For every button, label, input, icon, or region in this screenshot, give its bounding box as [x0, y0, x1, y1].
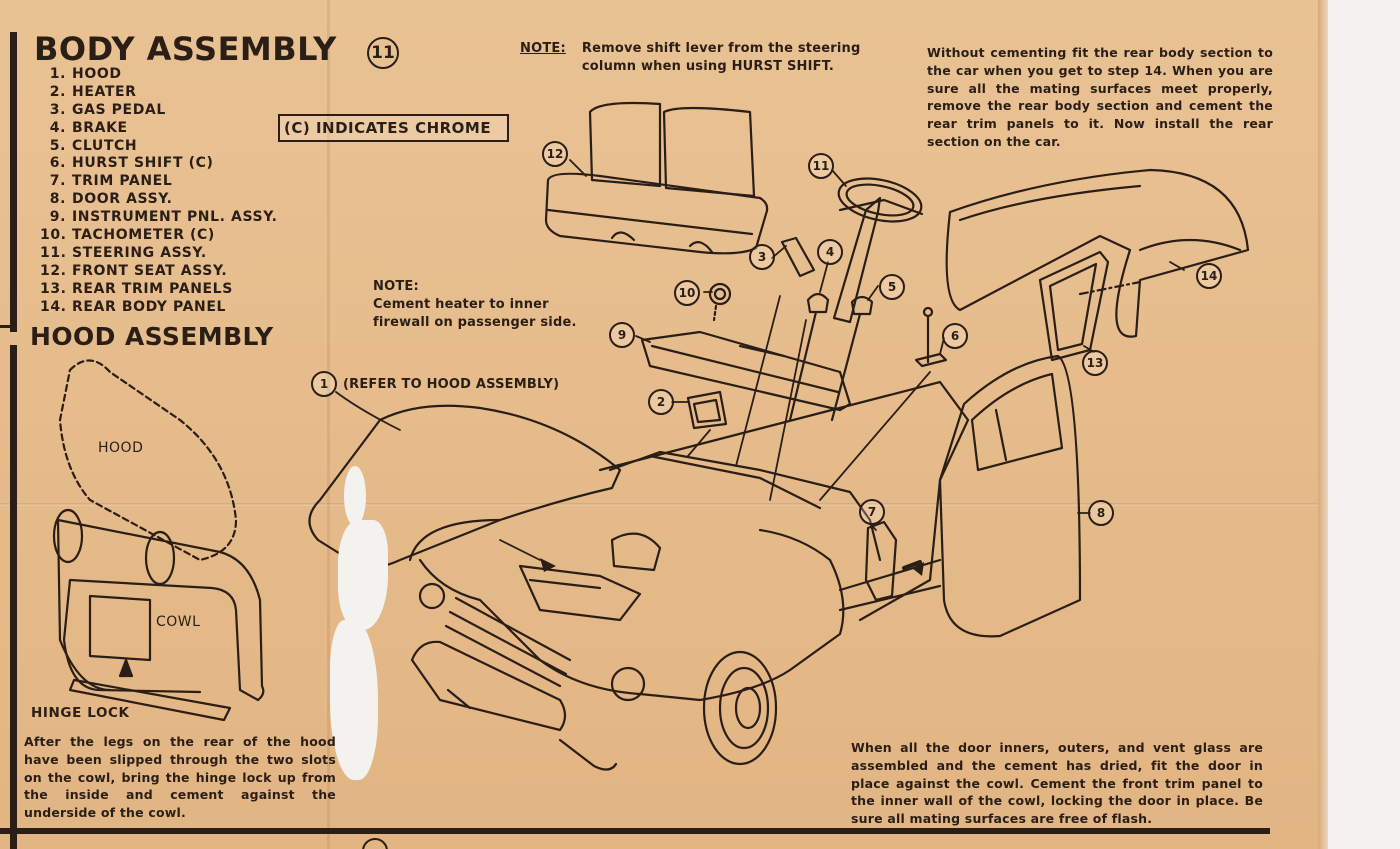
bottom-rule	[0, 828, 1270, 834]
note-label: NOTE:	[520, 41, 566, 56]
steering-assembly-drawing	[832, 177, 924, 324]
callout-3: 3	[749, 244, 775, 270]
callout-12: 12	[542, 141, 568, 167]
car-body-drawing	[308, 380, 970, 771]
list-item: 9.INSTRUMENT PNL. ASSY.	[49, 209, 278, 226]
cowl-label: COWL	[156, 614, 201, 630]
hood-section-tick	[0, 325, 12, 328]
hood-assembly-title: HOOD ASSEMBLY	[30, 322, 274, 351]
hood-label: HOOD	[98, 440, 144, 456]
heater-note: NOTE: Cement heater to inner firewall on…	[373, 278, 593, 332]
list-item: 13.REAR TRIM PANELS	[40, 280, 233, 297]
pedals-drawing	[780, 236, 874, 422]
list-item: 2.HEATER	[49, 83, 137, 100]
paper-edge	[1318, 0, 1328, 849]
front-seat-drawing	[544, 101, 769, 255]
paper-tear	[330, 620, 378, 780]
callout-14: 14	[1196, 263, 1222, 289]
instrument-panel-drawing	[640, 330, 852, 412]
paper-tear	[338, 520, 388, 630]
list-item: 10.TACHOMETER (C)	[40, 227, 215, 244]
callout-9: 9	[609, 322, 635, 348]
list-item: 7.TRIM PANEL	[49, 173, 173, 190]
paper-tear	[344, 466, 366, 526]
callout-11: 11	[808, 153, 834, 179]
callout-5: 5	[879, 274, 905, 300]
list-item: 4.BRAKE	[49, 119, 128, 136]
note-text: Cement heater to inner firewall on passe…	[373, 297, 577, 330]
list-item: 11.STEERING ASSY.	[40, 244, 207, 261]
callout-4: 4	[817, 239, 843, 265]
callout-8: 8	[1088, 500, 1114, 526]
rear-section-instructions: Without cementing fit the rear body sect…	[927, 45, 1273, 149]
callout-7: 7	[859, 499, 885, 525]
callout-6: 6	[942, 323, 968, 349]
paper-fold-vertical	[327, 0, 330, 849]
hinge-lock-label: HINGE LOCK	[31, 705, 130, 721]
callout-13: 13	[1082, 350, 1108, 376]
list-item: 6.HURST SHIFT (C)	[49, 155, 214, 172]
paper-fold-horizontal	[0, 503, 1325, 506]
parts-list: 1.HOOD 2.HEATER 3.GAS PEDAL 4.BRAKE 5.CL…	[40, 66, 278, 316]
hood-assembly-drawing	[52, 359, 265, 722]
callout-leader-lines	[335, 159, 1185, 569]
shift-note: NOTE: Remove shift lever from the steerin…	[520, 40, 880, 76]
rear-trim-panel-drawing	[1038, 250, 1142, 362]
direction-arrows	[540, 558, 924, 576]
door-drawing	[938, 354, 1082, 638]
callout-1: 1	[311, 371, 337, 397]
body-assembly-title: BODY ASSEMBLY	[34, 30, 337, 68]
step-number-badge: 11	[367, 37, 399, 69]
heater-drawing	[686, 390, 728, 430]
list-item: 1.HOOD	[49, 66, 122, 82]
callout-10: 10	[674, 280, 700, 306]
tachometer-drawing	[708, 282, 732, 322]
hurst-shift-drawing	[914, 306, 948, 368]
list-item: 8.DOOR ASSY.	[49, 191, 173, 208]
hood-instructions: After the legs on the rear of the hood h…	[24, 734, 336, 821]
left-rule-bottom	[10, 345, 17, 849]
list-item: 3.GAS PEDAL	[49, 101, 166, 118]
note-text: Remove shift lever from the steering col…	[581, 41, 861, 74]
exploded-view-illustration	[52, 101, 1250, 771]
chrome-legend: (C) INDICATES CHROME	[278, 114, 509, 142]
note-label: NOTE:	[373, 279, 419, 294]
list-item: 14.REAR BODY PANEL	[40, 298, 227, 315]
refer-hood-label: (REFER TO HOOD ASSEMBLY)	[343, 377, 560, 392]
callout-2: 2	[648, 389, 674, 415]
list-item: 12.FRONT SEAT ASSY.	[40, 262, 228, 279]
rear-body-panel-drawing	[945, 168, 1250, 338]
instruction-sheet: BODY ASSEMBLY 11 1.HOOD 2.HEATER 3.GAS P…	[0, 0, 1325, 849]
door-instructions: When all the door inners, outers, and ve…	[851, 740, 1263, 827]
list-item: 5.CLUTCH	[49, 137, 138, 154]
left-rule-top	[10, 32, 17, 332]
